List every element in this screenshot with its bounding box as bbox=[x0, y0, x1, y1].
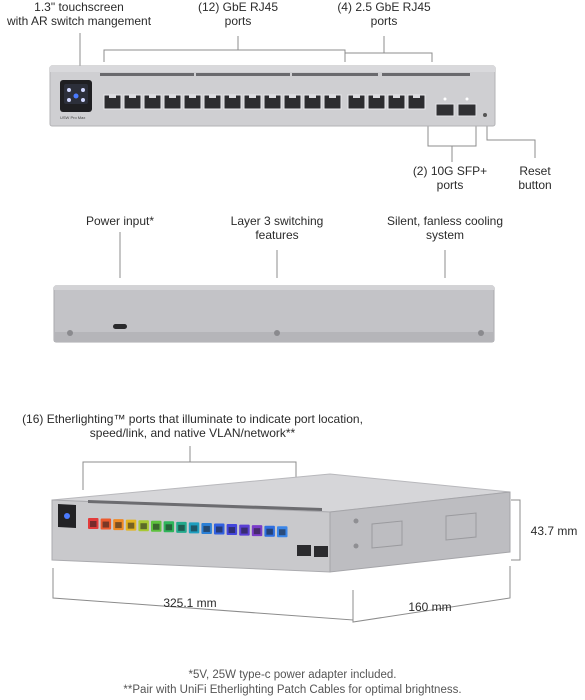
sfp-port[interactable] bbox=[297, 545, 311, 556]
port-opening bbox=[115, 522, 122, 529]
sfp-led bbox=[465, 97, 469, 101]
port-opening bbox=[228, 527, 236, 534]
port-opening bbox=[178, 524, 185, 531]
usb-c-power-port[interactable] bbox=[113, 324, 127, 329]
port-opening bbox=[102, 521, 110, 528]
power-input-label: Power input* bbox=[85, 214, 155, 228]
width-dimension: 325.1 mm bbox=[163, 596, 217, 610]
port-opening bbox=[253, 528, 261, 535]
port-latch bbox=[353, 95, 360, 98]
port-opening bbox=[241, 527, 248, 534]
port-opening bbox=[279, 529, 286, 536]
port-opening bbox=[153, 523, 160, 530]
port-latch bbox=[393, 95, 400, 98]
sfp-plus-port[interactable] bbox=[457, 103, 477, 117]
sfp-port[interactable] bbox=[314, 546, 328, 557]
footnote-power: *5V, 25W type-c power adapter included. bbox=[188, 669, 397, 681]
iso-port-group bbox=[88, 518, 288, 538]
port-opening bbox=[190, 525, 198, 532]
port-latch bbox=[229, 95, 236, 98]
layer3-label: Layer 3 switching features bbox=[230, 214, 324, 242]
rear-callout-lines bbox=[119, 232, 446, 278]
port-latch bbox=[129, 95, 136, 98]
depth-dimension: 160 mm bbox=[408, 600, 452, 614]
port-latch bbox=[189, 95, 196, 98]
port-latch bbox=[209, 95, 216, 98]
sfp-led bbox=[443, 97, 447, 101]
port-latch bbox=[269, 95, 276, 98]
switch-rear-panel bbox=[53, 285, 495, 343]
touchscreen-label: 1.3" touchscreen with AR switch mangemen… bbox=[6, 0, 152, 28]
port-opening bbox=[203, 525, 210, 532]
port-latch bbox=[373, 95, 380, 98]
switch-iso-body bbox=[51, 473, 511, 573]
port-latch bbox=[289, 95, 296, 98]
port-latch bbox=[169, 95, 176, 98]
cooling-label: Silent, fanless cooling system bbox=[386, 214, 504, 242]
port-latch bbox=[413, 95, 420, 98]
sfp-ports-label: (2) 10G SFP+ ports bbox=[412, 164, 488, 192]
iso-callout-lines bbox=[52, 446, 521, 623]
sfp-plus-port[interactable] bbox=[435, 103, 455, 117]
port-latch bbox=[249, 95, 256, 98]
port-opening bbox=[140, 523, 147, 530]
switch-front-panel: USW Pro Max bbox=[49, 65, 496, 127]
port-opening bbox=[216, 526, 223, 533]
etherlighting-label: (16) Etherlighting™ ports that illuminat… bbox=[22, 412, 363, 440]
port-latch bbox=[109, 95, 116, 98]
reset-button[interactable] bbox=[483, 113, 487, 117]
port-latch bbox=[149, 95, 156, 98]
front-port-group bbox=[103, 94, 477, 117]
height-dimension: 43.7 mm bbox=[530, 524, 578, 538]
port-opening bbox=[90, 521, 97, 527]
front-callout-lines bbox=[79, 33, 536, 162]
footnote-cables: **Pair with UniFi Etherlighting Patch Ca… bbox=[123, 684, 462, 696]
port-latch bbox=[309, 95, 316, 98]
model-label: USW Pro Max bbox=[60, 115, 85, 120]
gbe-ports-label: (12) GbE RJ45 ports bbox=[197, 0, 279, 28]
port-opening bbox=[165, 524, 173, 531]
port-opening bbox=[127, 522, 135, 529]
port-latch bbox=[329, 95, 336, 98]
port-opening bbox=[266, 528, 273, 535]
reset-label: Reset button bbox=[518, 164, 552, 192]
gbe25-ports-label: (4) 2.5 GbE RJ45 ports bbox=[337, 0, 431, 28]
